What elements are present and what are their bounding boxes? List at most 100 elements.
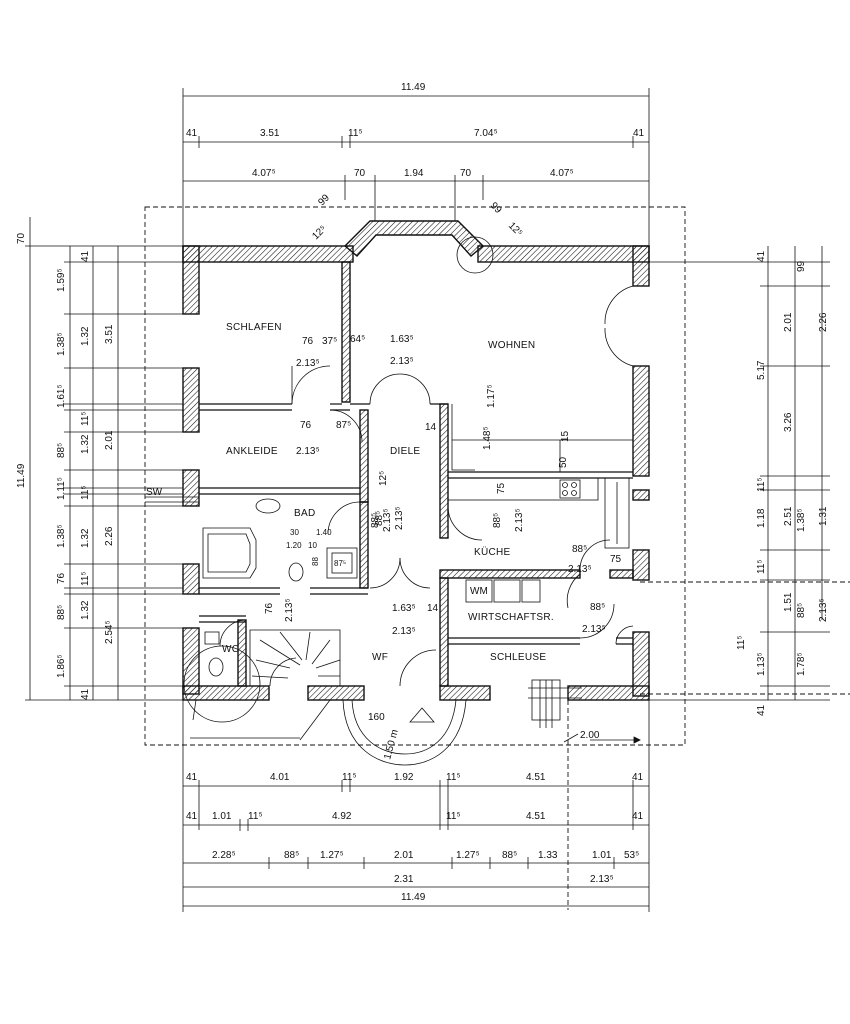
dl-diele-v-1: 88⁵	[374, 511, 385, 526]
dim-bottom-r4-1: 2.31	[394, 874, 414, 885]
dl-kueche-side-1: 88⁵	[572, 544, 587, 555]
dl-kueche-2: 2.13⁵	[514, 508, 525, 532]
dim-bottom-r1-3: 11⁵	[342, 772, 357, 783]
dl-wirtschaft-2: 2.13⁵	[582, 624, 606, 635]
label-wm: WM	[470, 586, 488, 597]
dim-left-a-2: 1.38⁵	[56, 332, 67, 356]
dl-schlafen-3: 2.13⁵	[296, 358, 320, 369]
room-wohnen: WOHNEN	[488, 340, 535, 351]
dim-left-c-4: 2.54⁵	[104, 620, 115, 644]
dl-bad-fx-6: 87⁵	[334, 559, 346, 568]
dim-left-c-3: 2.26	[104, 526, 115, 546]
dl-wohnen-1: 64⁵	[350, 334, 365, 345]
dim-top-r2-5: 41	[633, 128, 645, 139]
dim-bottom-r3-3: 1.27⁵	[320, 850, 344, 861]
dl-wohnen-3: 2.13⁵	[390, 356, 414, 367]
dim-left-a-4: 88⁵	[56, 443, 67, 458]
dim-left-top: 70	[16, 232, 27, 244]
dl-kueche-top: 75	[496, 482, 507, 494]
opening-labels: 76 37⁵ 2.13⁵ 64⁵ 1.63⁵ 2.13⁵ 76 87⁵ 2.13…	[264, 334, 622, 761]
site-boundary	[144, 206, 686, 746]
room-kueche: KÜCHE	[474, 546, 511, 558]
dim-left-c-1: 3.51	[104, 324, 115, 344]
room-schleuse: SCHLEUSE	[490, 652, 546, 663]
dim-right-a-3: 11⁵	[756, 477, 767, 492]
dl-ankleide-1: 76	[300, 420, 312, 431]
dim-bottom-r1-5: 11⁵	[446, 772, 461, 783]
dl-schlafen-2: 37⁵	[322, 336, 337, 347]
dl-diele-14: 14	[425, 422, 437, 433]
dl-diele-12: 12⁵	[378, 471, 389, 486]
interior-walls	[199, 261, 634, 687]
dim-bottom-r3-9: 53⁵	[624, 850, 639, 861]
dim-left-a-1: 1.59⁵	[56, 268, 67, 292]
dim-left-overall: 11.49	[16, 463, 27, 488]
dim-bottom-r1-2: 4.01	[270, 772, 290, 783]
dim-bottom-overall: 11.49	[401, 892, 426, 903]
dim-right-d-1: 1.31	[818, 506, 829, 526]
dim-top-r3-1: 4.07⁵	[252, 168, 276, 179]
dim-left-b-4: 1.32	[80, 434, 91, 454]
dim-top-r3-5: 4.07⁵	[550, 168, 574, 179]
dim-right-side: 11⁵	[736, 635, 747, 650]
dim-top-r3-3: 1.94	[404, 168, 424, 179]
room-wc: WC	[222, 644, 239, 655]
room-wirtschaft: WIRTSCHAFTSR.	[468, 612, 554, 623]
dim-left-a-7: 76	[56, 572, 67, 584]
dim-left-a-8: 88⁵	[56, 605, 67, 620]
dl-wf-2: 14	[427, 603, 439, 614]
left-dimensions: 11.49 70 1.59⁵ 1.38⁵ 1.61⁵ 88⁵ 1.11⁵ 1.3…	[16, 232, 115, 700]
dim-bottom-r2-7: 41	[632, 811, 644, 822]
doors	[183, 236, 634, 723]
dim-bottom-r3-1: 2.28⁵	[212, 850, 236, 861]
dl-sill-1: 50	[558, 456, 569, 468]
dl-wf-1: 1.63⁵	[392, 603, 416, 614]
dim-right-d-2: 2.13⁵	[818, 598, 829, 622]
dim-bay-left-1: 99	[316, 192, 332, 208]
dim-right-b-1: 2.01	[783, 312, 794, 332]
dim-bottom-r3-8: 1.01	[592, 850, 612, 861]
dl-schlafen-1: 76	[302, 336, 314, 347]
dl-bad-fx-3: 1.20	[286, 541, 302, 550]
bottom-dimensions: 41 4.01 11⁵ 1.92 11⁵ 4.51 41 41 1.01 11⁵…	[186, 730, 644, 903]
dim-left-b-1: 41	[80, 250, 91, 262]
room-bad: BAD	[294, 508, 315, 519]
dl-bad-fx-4: 10	[308, 541, 317, 550]
dim-left-c-2: 2.01	[104, 430, 115, 450]
dim-right-c-5: 1.78⁵	[796, 652, 807, 676]
dim-bottom-r3-6: 88⁵	[502, 850, 517, 861]
dim-right-b-4: 1.51	[783, 592, 794, 612]
dim-top-r2-4: 7.04⁵	[474, 128, 498, 139]
dim-right-b-3: 2.51	[783, 506, 794, 526]
dim-left-a-9: 1.86⁵	[56, 654, 67, 678]
dim-bottom-r2-3: 11⁵	[248, 811, 263, 822]
dim-bottom-r2-4: 4.92	[332, 811, 352, 822]
room-labels: SCHLAFEN WOHNEN ANKLEIDE DIELE BAD KÜCHE…	[146, 322, 554, 663]
dim-right-b-2: 3.26	[783, 412, 794, 432]
dl-kueche-side-3: 75	[610, 554, 622, 565]
dl-wf-3: 2.13⁵	[392, 626, 416, 637]
room-ankleide: ANKLEIDE	[226, 446, 278, 457]
dim-bay-right-2: 12⁵	[506, 220, 525, 239]
dim-left-b-5: 11⁵	[80, 485, 91, 500]
dim-bottom-r1-4: 1.92	[394, 772, 414, 783]
dl-kueche-1: 88⁵	[492, 513, 503, 528]
dim-right-c-2: 2.26	[818, 312, 829, 332]
dim-bay-left-2: 12⁵	[310, 224, 329, 243]
dim-bottom-r4-2: 2.13⁵	[590, 874, 614, 885]
dim-top-r3-2: 70	[354, 168, 366, 179]
dim-bottom-r1-7: 41	[632, 772, 644, 783]
dl-wc-2: 2.13⁵	[284, 598, 295, 622]
label-sw-left: SW	[146, 487, 163, 498]
dl-diele-win-2: 1.48⁵	[482, 426, 493, 450]
dim-left-b-8: 1.32	[80, 600, 91, 620]
dim-right-c-4: 88⁵	[796, 603, 807, 618]
dim-bottom-r3-7: 1.33	[538, 850, 558, 861]
dim-left-b-9: 41	[80, 688, 91, 700]
dim-bottom-r3-2: 88⁵	[284, 850, 299, 861]
dim-top-r2-3: 11⁵	[348, 128, 363, 139]
outer-walls	[182, 220, 650, 701]
dimension-lines	[25, 88, 850, 912]
dim-left-b-6: 1.32	[80, 528, 91, 548]
dim-left-b-3: 11⁵	[80, 411, 91, 426]
